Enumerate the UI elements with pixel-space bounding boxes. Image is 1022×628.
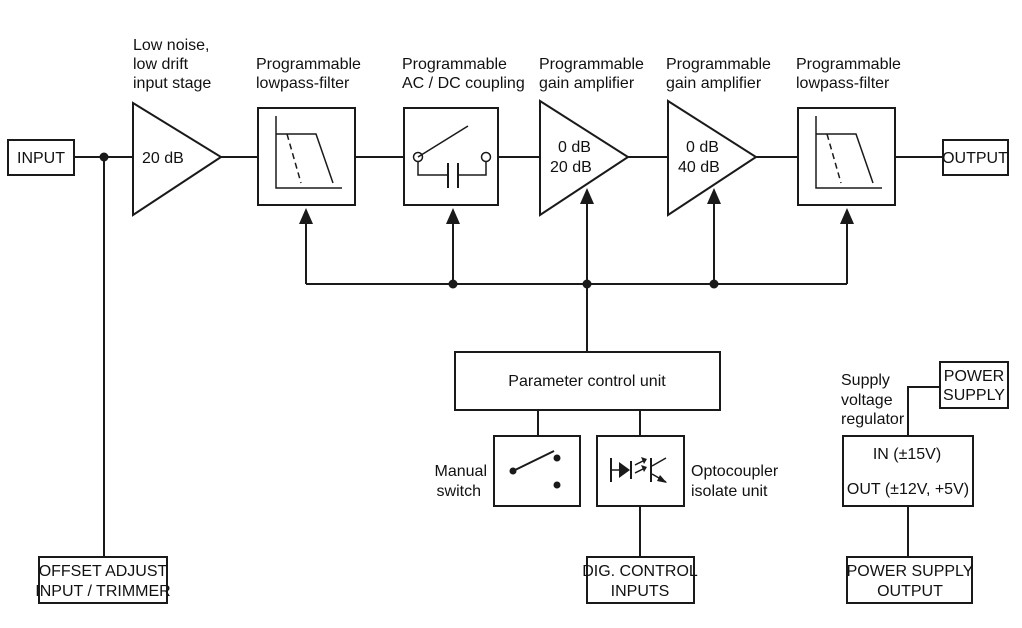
power-supply-output-label-1: POWER SUPPLY: [847, 563, 974, 580]
pga1-title-2: gain amplifier: [539, 75, 635, 92]
lpf1-title-1: Programmable: [256, 56, 361, 73]
control-arrow-coupling: [446, 208, 460, 224]
coupling-title-2: AC / DC coupling: [402, 75, 525, 92]
manual-switch: Manual switch: [435, 435, 581, 507]
dig-control-label-2: INPUTS: [611, 583, 670, 600]
power-supply-label-1: POWER: [944, 368, 1004, 385]
pga1-title-1: Programmable: [539, 56, 644, 73]
gain-amplifier-2: Programmable gain amplifier 0 dB 40 dB: [666, 56, 771, 217]
coupling-title-1: Programmable: [402, 56, 507, 73]
lpf1-title-2: lowpass-filter: [256, 75, 350, 92]
regulator-title-2: voltage: [841, 392, 893, 409]
control-arrow-pga1: [580, 188, 594, 204]
dig-control-label-1: DIG. CONTROL: [582, 563, 698, 580]
pga2-gain-1: 0 dB: [686, 139, 719, 156]
pga1-gain-2: 20 dB: [550, 159, 592, 176]
input-stage-title-2: low drift: [133, 56, 189, 73]
offset-adjust-box: OFFSET ADJUST INPUT / TRIMMER: [35, 556, 171, 604]
input-stage: Low noise, low drift input stage 20 dB: [132, 37, 223, 217]
input-stage-gain: 20 dB: [142, 150, 184, 167]
control-bus: [299, 188, 854, 352]
optocoupler-label-2: isolate unit: [691, 483, 768, 500]
control-arrow-lpf1: [299, 208, 313, 224]
pga2-title-2: gain amplifier: [666, 75, 762, 92]
offset-label-1: OFFSET ADJUST: [39, 563, 168, 580]
output-label: OUTPUT: [942, 150, 1008, 167]
manual-switch-label-1: Manual: [435, 463, 487, 480]
supply-voltage-regulator: Supply voltage regulator IN (±15V) OUT (…: [841, 372, 974, 557]
power-supply-output-label-2: OUTPUT: [877, 583, 943, 600]
pga2-amplifier-triangle: [667, 99, 758, 217]
gain-amplifier-1: Programmable gain amplifier 0 dB 20 dB: [539, 56, 644, 217]
power-supply-box: POWER SUPPLY: [939, 361, 1009, 409]
pga2-gain-2: 40 dB: [678, 159, 720, 176]
regulator-title-3: regulator: [841, 411, 905, 428]
regulator-title-1: Supply: [841, 372, 890, 389]
optocoupler-icon: [610, 457, 667, 483]
input-stage-title-3: input stage: [133, 75, 211, 92]
pga1-amplifier-triangle: [539, 99, 630, 217]
lowpass-filter-icon: [815, 116, 882, 189]
power-supply-label-2: SUPPLY: [943, 387, 1005, 404]
offset-junction: [99, 152, 109, 162]
input-box: INPUT: [7, 139, 75, 176]
regulator-out-label: OUT (±12V, +5V): [847, 481, 969, 498]
lowpass-filter-icon: [275, 116, 342, 189]
optocoupler-unit: Optocoupler isolate unit: [596, 435, 779, 557]
ac-dc-coupling: Programmable AC / DC coupling: [402, 56, 525, 206]
regulator-in-label: IN (±15V): [873, 446, 941, 463]
signal-path: [74, 152, 943, 557]
control-arrow-lpf2: [840, 208, 854, 224]
output-box: OUTPUT: [942, 139, 1009, 176]
input-stage-amplifier-triangle: [132, 101, 223, 217]
optocoupler-label-1: Optocoupler: [691, 463, 779, 480]
pga2-title-1: Programmable: [666, 56, 771, 73]
control-unit-label: Parameter control unit: [508, 373, 666, 390]
lowpass-filter-1: Programmable lowpass-filter: [256, 56, 361, 206]
input-stage-title-1: Low noise,: [133, 37, 210, 54]
lpf2-title-1: Programmable: [796, 56, 901, 73]
switch-icon: [509, 450, 561, 489]
parameter-control-unit: Parameter control unit: [454, 351, 721, 436]
power-supply-output-box: POWER SUPPLY OUTPUT: [846, 556, 974, 604]
offset-label-2: INPUT / TRIMMER: [35, 583, 170, 600]
coupling-switch-icon: [412, 125, 492, 188]
pga1-gain-1: 0 dB: [558, 139, 591, 156]
control-arrow-pga2: [707, 188, 721, 204]
digital-control-inputs-box: DIG. CONTROL INPUTS: [582, 556, 698, 604]
manual-switch-label-2: switch: [437, 483, 481, 500]
lpf2-title-2: lowpass-filter: [796, 75, 890, 92]
input-label: INPUT: [17, 150, 65, 167]
lowpass-filter-2: Programmable lowpass-filter: [796, 56, 901, 206]
